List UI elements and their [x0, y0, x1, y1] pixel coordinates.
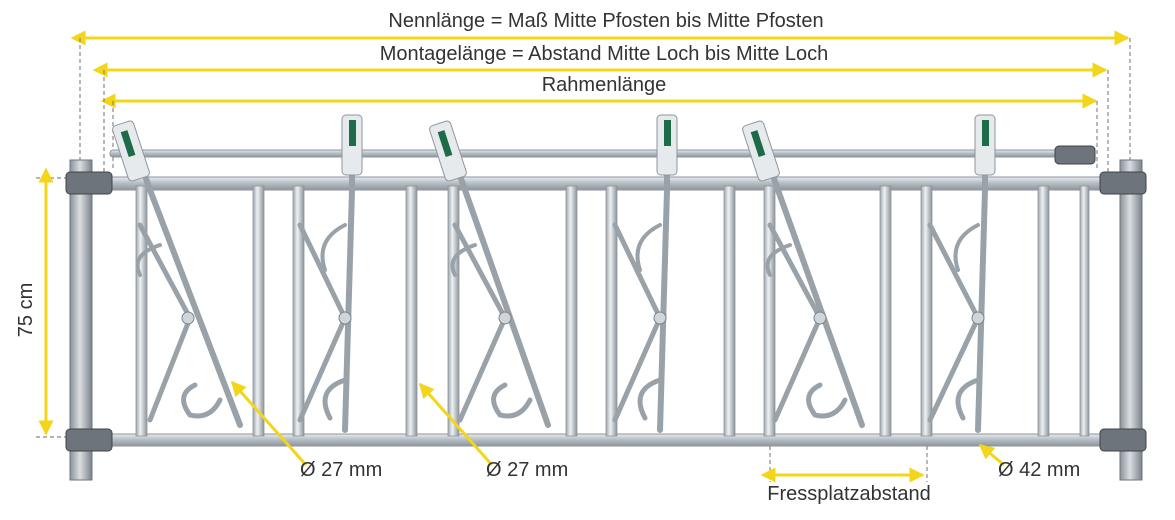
- vertical-bar: [763, 185, 776, 437]
- feeding-place-dimension: Fressplatzabstand: [760, 446, 931, 505]
- vertical-bar: [1037, 185, 1050, 437]
- headlock-unit: [612, 114, 678, 433]
- vertical-bar: [565, 185, 578, 437]
- vertical-bar: [723, 185, 736, 437]
- upper-thin-rail: [109, 149, 1091, 158]
- nominal-length-label: Nennlänge = Maß Mitte Pfosten bis Mitte …: [388, 10, 823, 32]
- vertical-bars: [135, 185, 1090, 437]
- feeding-place-label: Fressplatzabstand: [767, 483, 930, 505]
- left-post: [69, 159, 93, 481]
- vertical-bar: [920, 185, 933, 437]
- callout-arrow: [418, 382, 494, 466]
- barrier-structure: [65, 114, 1147, 481]
- pipe-label-middle: Ø 27 mm: [486, 459, 568, 481]
- headlock-unit: [112, 120, 243, 428]
- frame-length-label: Rahmenlänge: [542, 74, 667, 96]
- post-clamp: [1054, 145, 1096, 165]
- headlock-unit: [297, 114, 363, 433]
- callout-arrow: [230, 380, 308, 466]
- headlock-unit: [927, 114, 996, 433]
- vertical-bar: [292, 185, 305, 437]
- pipe-label-right: Ø 42 mm: [998, 459, 1080, 481]
- post-clamp: [1099, 428, 1147, 452]
- vertical-bar: [405, 185, 418, 437]
- post-clamp: [65, 428, 113, 452]
- right-post: [1119, 159, 1143, 481]
- pipe-callouts: Ø 27 mm Ø 27 mm Ø 42 mm: [230, 380, 1080, 481]
- vertical-bar: [605, 185, 618, 437]
- headlock-unit: [429, 120, 551, 428]
- vertical-bar: [135, 185, 148, 437]
- vertical-bar: [447, 185, 460, 437]
- headlock-unit: [742, 120, 865, 428]
- vertical-bar: [879, 185, 892, 437]
- callout-arrow: [978, 443, 1005, 467]
- post-clamp: [65, 171, 113, 195]
- vertical-bar: [1079, 185, 1090, 437]
- dimension-lines: Nennlänge = Maß Mitte Pfosten bis Mitte …: [70, 10, 1131, 175]
- pipe-label-left: Ø 27 mm: [300, 459, 382, 481]
- vertical-bar: [252, 185, 265, 437]
- height-label: 75 cm: [15, 283, 37, 337]
- mounting-length-label: Montagelänge = Abstand Mitte Loch bis Mi…: [380, 43, 829, 65]
- post-clamp: [1099, 171, 1147, 195]
